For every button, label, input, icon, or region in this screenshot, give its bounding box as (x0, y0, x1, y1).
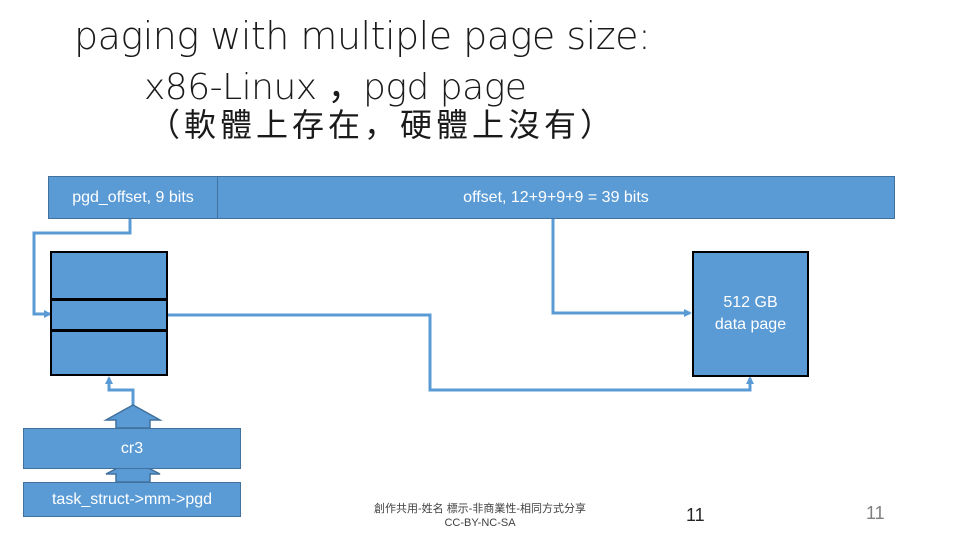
pgd-offset-field: pgd_offset, 9 bits (48, 176, 218, 219)
task-struct-label: task_struct->mm->pgd (51, 490, 213, 508)
entry-to-page-arrow (165, 313, 754, 392)
license-line-2: CC-BY-NC-SA (444, 517, 516, 529)
license-text: 創作共用-姓名 標示-非商業性-相同方式分享 CC-BY-NC-SA (330, 502, 630, 530)
page-number-right: 11 (866, 503, 885, 523)
offset-arrow (551, 219, 692, 317)
license-line-1: 創作共用-姓名 標示-非商業性-相同方式分享 (373, 503, 587, 515)
data-page-size: 512 GB (723, 294, 778, 311)
slide-title: paging with multiple page size: x86-Linu… (0, 0, 960, 160)
pgd-offset-label: pgd_offset, 9 bits (72, 188, 194, 206)
page-number-center: 11 (686, 505, 705, 525)
pgd-table-row-bottom (50, 330, 168, 376)
pgd-table-row-selected (50, 299, 168, 331)
offset-label: offset, 12+9+9+9 = 39 bits (463, 188, 649, 206)
pgd-offset-arrow (32, 219, 132, 318)
title-line-1: paging with multiple page size: (74, 14, 651, 58)
cr3-label: cr3 (120, 439, 144, 457)
title-line-2: x86-Linux ，pgd page (144, 67, 527, 108)
task-struct-pointer: task_struct->mm->pgd (23, 482, 241, 517)
title-line-3: （軟體上存在，硬體上沒有） (148, 106, 617, 144)
offset-field: offset, 12+9+9+9 = 39 bits (217, 176, 895, 219)
pgd-table-row-top (50, 251, 168, 300)
cr3-register: cr3 (23, 428, 241, 469)
data-page-label: data page (714, 316, 787, 333)
cr3-up-arrow-shape (103, 404, 163, 429)
data-page: 512 GB data page (692, 251, 809, 377)
cr3-arrow (105, 376, 135, 405)
